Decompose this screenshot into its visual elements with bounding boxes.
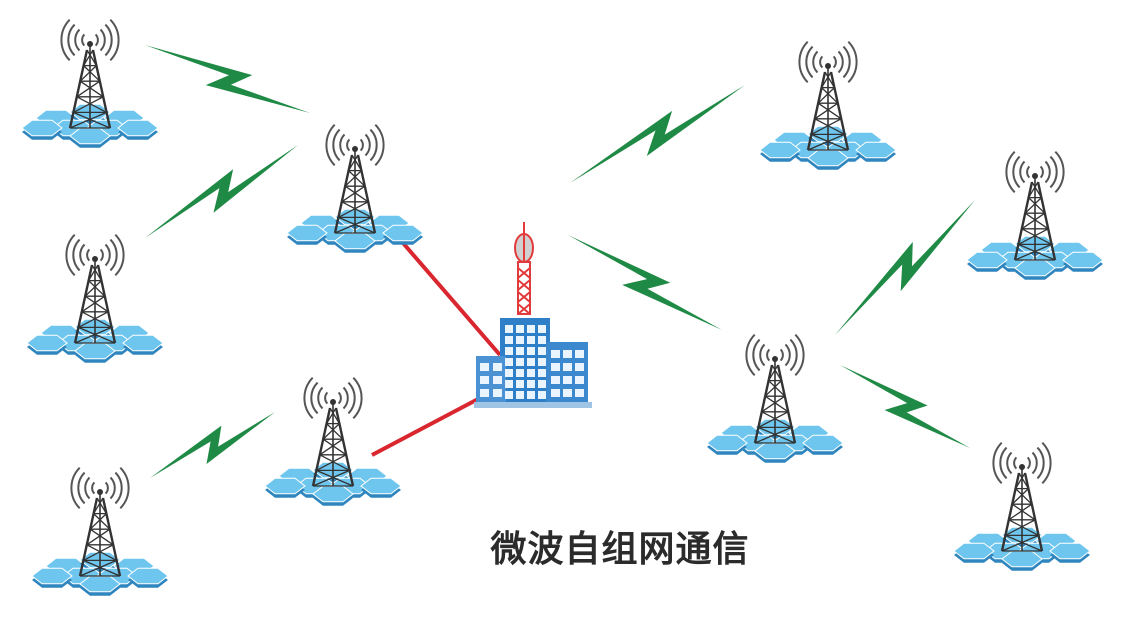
radio-tower-icon	[806, 63, 850, 151]
hex-platform	[953, 526, 1091, 571]
node-top-left	[21, 19, 159, 148]
radio-wave-icon	[65, 234, 125, 276]
wireless-link-5	[568, 235, 722, 330]
radio-tower-icon	[311, 399, 355, 487]
node-hub-lower-left	[264, 377, 402, 506]
building-station-icon	[474, 222, 592, 408]
radio-wave-icon	[325, 124, 385, 166]
node-far-right-lower	[953, 442, 1091, 571]
radio-tower-icon	[68, 41, 112, 129]
radio-tower-icon	[333, 146, 377, 234]
hex-platform	[21, 103, 159, 148]
radio-wave-icon	[1005, 151, 1065, 193]
diagram-caption: 微波自组网通信	[490, 529, 750, 570]
wireless-link-6	[835, 200, 975, 335]
radio-wave-icon	[70, 467, 130, 509]
node-bottom-left	[31, 467, 169, 596]
radio-tower-icon	[73, 256, 117, 344]
radio-wave-icon	[745, 334, 805, 376]
wireless-link-1	[145, 45, 310, 113]
node-left-middle	[26, 234, 164, 363]
wired-link-2	[371, 396, 481, 457]
hex-platform	[26, 318, 164, 363]
radio-wave-icon	[60, 19, 120, 61]
radio-tower-icon	[753, 356, 797, 444]
radio-wave-icon	[303, 377, 363, 419]
radio-tower-icon	[78, 489, 122, 577]
node-hub-upper-left	[286, 124, 424, 253]
wired-link-1	[388, 226, 502, 357]
radio-wave-icon	[798, 41, 858, 83]
node-top-right	[759, 41, 897, 170]
radio-wave-icon	[992, 442, 1052, 484]
radio-tower-icon	[1013, 173, 1057, 261]
node-hub-right	[706, 334, 844, 463]
node-far-right-upper	[966, 151, 1104, 280]
hex-platform	[706, 418, 844, 463]
wireless-link-2	[145, 145, 298, 238]
radio-tower-icon	[1000, 464, 1044, 552]
hex-platform	[31, 551, 169, 596]
wireless-link-4	[570, 85, 745, 183]
wireless-link-3	[150, 412, 275, 478]
wireless-link-7	[840, 365, 970, 448]
